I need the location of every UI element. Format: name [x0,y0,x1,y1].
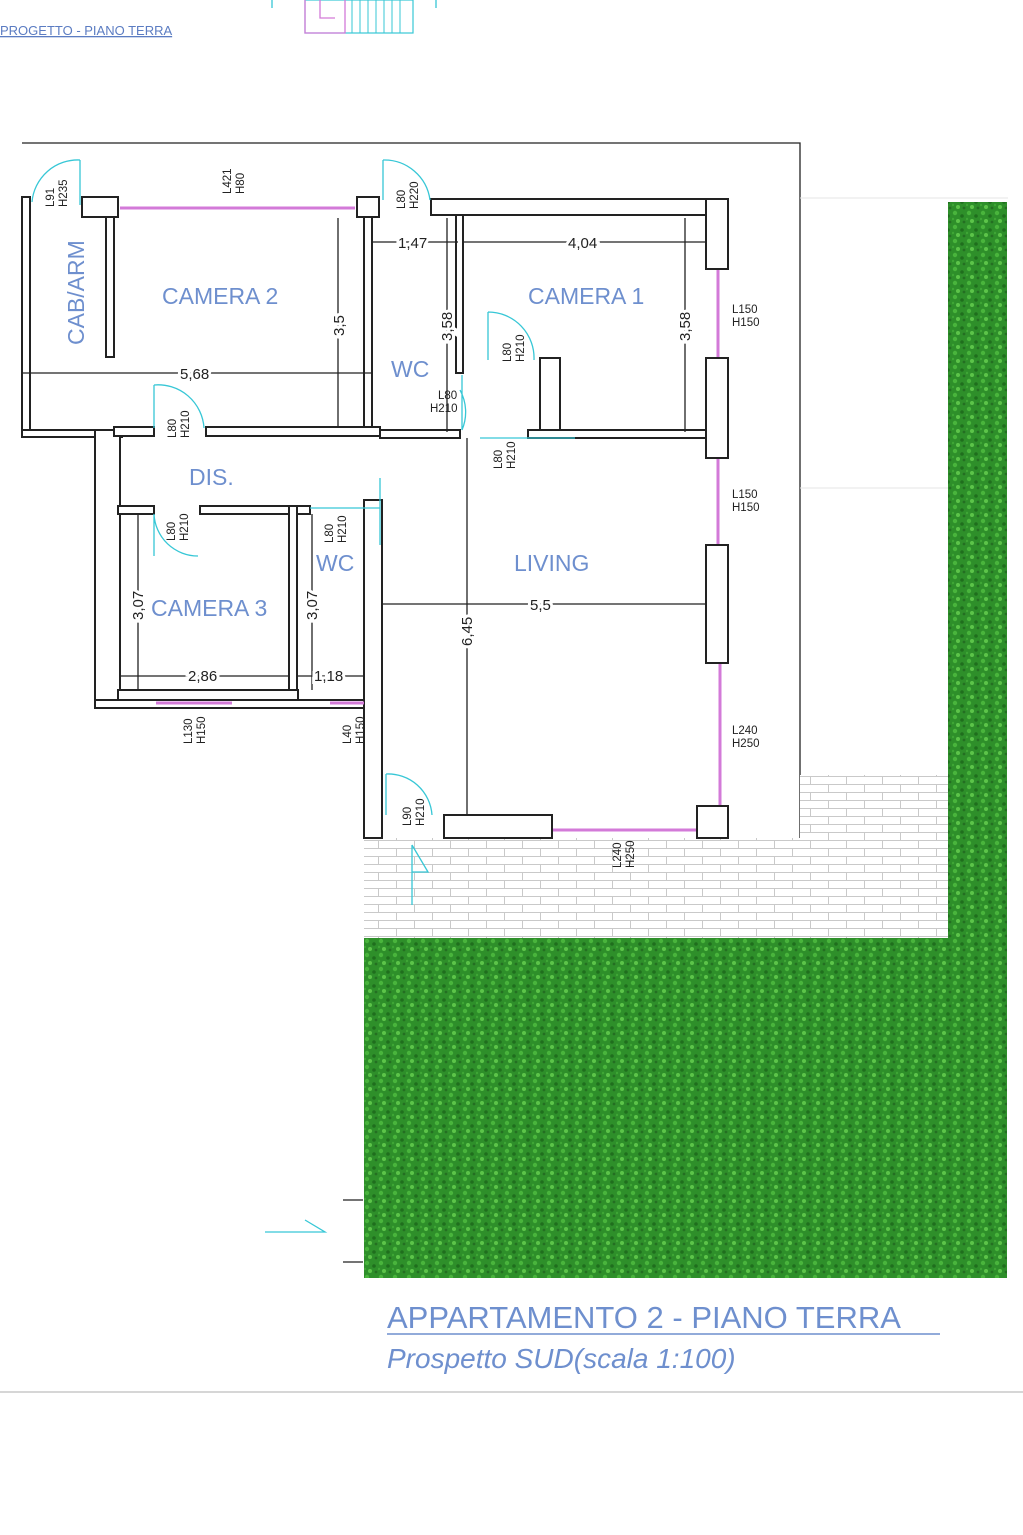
opening-height: H250 [625,841,637,869]
room-camera-1: CAMERA 1 [528,283,644,309]
dim-label: 5,5 [530,597,551,614]
dim-label: 3,5 [331,315,348,336]
dim-label: 3,58 [439,312,456,341]
opening-width: L80 [324,524,336,543]
opening-width: L150 [732,489,758,501]
opening-height: H210 [430,403,458,415]
opening-height: H210 [337,516,349,544]
opening-height: H210 [515,335,527,363]
sheet-frame [0,142,1023,1393]
drawing-subtitle: Prospetto SUD(scala 1:100) [387,1343,736,1374]
opening-height: H250 [732,738,760,750]
room-cab-arm: CAB/ARM [63,240,89,345]
doors [31,159,575,1233]
opening-width: L80 [493,450,505,469]
opening-width: L80 [438,390,457,402]
dim-label: 1,18 [314,668,343,685]
dim-label: 4,04 [568,235,597,252]
opening-height: H80 [235,173,247,194]
room-camera-2: CAMERA 2 [162,283,278,309]
grass-area-bottom [364,938,1007,1278]
dim-label: 6,45 [459,617,476,646]
room-labels: CAB/ARM CAMERA 2 CAMERA 1 WC DIS. WC LIV… [63,240,644,621]
opening-width: L91 [45,188,57,207]
opening-height: H220 [409,182,421,210]
dimension-lines [22,218,706,815]
dim-label: 1,47 [398,235,427,252]
opening-width: L90 [402,807,414,826]
dim-label: 2,86 [188,668,217,685]
dim-label: 3,07 [130,591,147,620]
opening-width: L80 [502,343,514,362]
room-living: LIVING [514,550,589,576]
header-link[interactable]: PROGETTO - PIANO TERRA [0,23,172,38]
room-wc-1: WC [391,356,429,382]
opening-width: L421 [222,168,234,194]
opening-width: L150 [732,304,758,316]
dim-label: 3,58 [677,312,694,341]
opening-width: L240 [732,725,758,737]
stair-symbol [271,0,437,34]
opening-height: H210 [415,799,427,827]
opening-width: L80 [167,419,179,438]
windows [120,206,722,832]
room-camera-3: CAMERA 3 [151,595,267,621]
dim-label: 5,68 [180,366,209,383]
room-wc-2: WC [316,550,354,576]
opening-width: L130 [183,718,195,744]
walls [21,196,729,839]
paving-front [364,838,948,938]
opening-width: L80 [166,522,178,541]
opening-height: H150 [732,317,760,329]
opening-height: H235 [58,180,70,208]
opening-width: L240 [612,842,624,868]
dim-label: 3,07 [304,591,321,620]
paving-side [800,775,948,838]
opening-width: L40 [342,725,354,744]
opening-height: H210 [179,514,191,542]
room-dis: DIS. [189,464,234,490]
opening-width: L80 [396,190,408,209]
opening-height: H210 [180,411,192,439]
opening-height: H150 [355,717,367,745]
drawing-title: APPARTAMENTO 2 - PIANO TERRA [387,1300,901,1335]
opening-height: H150 [196,717,208,745]
opening-height: H210 [506,442,518,470]
opening-height: H150 [732,502,760,514]
dimension-values: 5,68 3,5 1,47 4,04 3,58 3,58 6,45 5,5 3,… [127,232,697,688]
